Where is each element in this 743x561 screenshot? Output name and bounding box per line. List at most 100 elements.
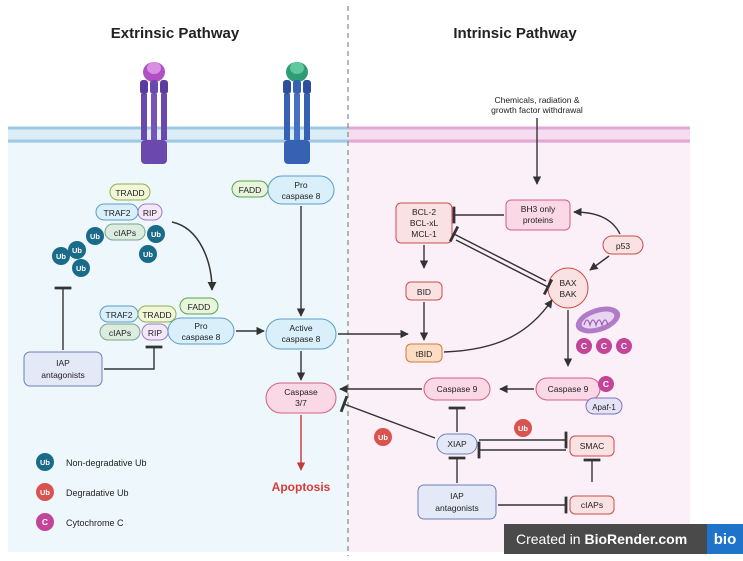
- degradative-ub-xiap: [374, 428, 392, 446]
- iap-left-l1: IAP: [56, 358, 70, 368]
- svg-text:Ub: Ub: [56, 252, 66, 261]
- bcl2-group-node: [395, 202, 453, 244]
- traf2-b-label: TRAF2: [106, 310, 133, 320]
- cytochrome-c-bound-label: C: [603, 379, 609, 389]
- caspase9-right-label: Caspase 9: [548, 384, 589, 394]
- tradd-b-label: TRADD: [142, 310, 171, 320]
- bax-bak-node: [547, 267, 589, 309]
- apaf1-node: [585, 397, 623, 415]
- cell-membrane: [8, 126, 690, 143]
- legend-cytochrome: Cytochrome C: [66, 518, 124, 528]
- bax-l1: BAX: [559, 278, 576, 288]
- intrinsic-heading: Intrinsic Pathway: [453, 25, 577, 42]
- iap-left-l2: antagonists: [41, 370, 84, 380]
- bid-node: [405, 281, 443, 301]
- caspase37-node: [265, 382, 337, 414]
- svg-text:Ub: Ub: [40, 458, 50, 467]
- bcl2-l3: MCL-1: [411, 229, 437, 239]
- watermark-brand: BioRender.com: [584, 531, 688, 547]
- degradative-ub-smac: [514, 419, 532, 437]
- svg-text:Ub: Ub: [76, 264, 86, 273]
- inhibit-bax-to-bcl2: [448, 225, 547, 282]
- smac-node: [569, 435, 615, 457]
- cytochrome-c-cluster: C C C: [576, 338, 632, 354]
- svg-text:Ub: Ub: [151, 230, 161, 239]
- bcl2-l2: BCL-xL: [410, 218, 439, 228]
- inhibit-xiap-to-caspase37: [339, 395, 436, 439]
- disc-complex: FADD Pro caspase 8: [231, 175, 335, 205]
- receptor-icon: [283, 62, 311, 164]
- bid-label: BID: [417, 287, 431, 297]
- arrow-p53-to-bax: [589, 255, 610, 271]
- mitochondrion-icon: [575, 306, 621, 334]
- inhibit-bcl2-to-bax: [455, 239, 554, 296]
- ciaps-right-label: cIAPs: [581, 500, 603, 510]
- apoptosis-label: Apoptosis: [272, 480, 331, 494]
- death-receptor-icon: [140, 62, 168, 164]
- p53-node: [602, 235, 644, 255]
- svg-text:Ub: Ub: [143, 250, 153, 259]
- arrow-p53-to-bh3: [573, 207, 621, 235]
- caspase9-left-label: Caspase 9: [437, 384, 478, 394]
- xiap-label: XIAP: [447, 439, 467, 449]
- tradd-label: TRADD: [115, 188, 144, 198]
- rip-label: RIP: [143, 208, 158, 218]
- inhibit-iap-to-complex: [104, 345, 163, 370]
- caspase37-l2: 3/7: [295, 398, 307, 408]
- legend-degradative: Degradative Ub: [66, 488, 129, 498]
- svg-text:C: C: [621, 341, 627, 351]
- iap-right-l2: antagonists: [435, 503, 478, 513]
- rip-b-label: RIP: [148, 328, 163, 338]
- legend-ub-red-icon: [36, 483, 54, 501]
- iap-antagonists-left-node: [23, 351, 103, 387]
- degradative-ub-xiap-label: Ub: [378, 433, 388, 442]
- ciaps-right-node: [569, 495, 615, 515]
- degradative-ub-smac-label: Ub: [518, 424, 528, 433]
- iap-antagonists-right-node: [417, 484, 497, 520]
- active-caspase8-l1: Active: [289, 323, 312, 333]
- tradd-complex: TRADD TRAF2 RIP cIAPs: [95, 183, 163, 241]
- pro-caspase8-top-l2: caspase 8: [282, 191, 321, 201]
- bax-l2: BAK: [559, 289, 576, 299]
- biorender-watermark[interactable]: Created in BioRender.com bio: [504, 524, 743, 554]
- svg-text:Ub: Ub: [40, 488, 50, 497]
- xiap-node: [436, 433, 478, 455]
- legend-ub-dark-icon: [36, 453, 54, 471]
- active-caspase8-node: [265, 318, 337, 350]
- svg-text:Ub: Ub: [90, 232, 100, 241]
- bh3-l2: proteins: [523, 215, 553, 225]
- bh3-l1: BH3 only: [521, 204, 556, 214]
- watermark-created-in: Created in: [516, 531, 581, 547]
- tbid-node: [405, 343, 443, 363]
- smac-label: SMAC: [580, 441, 605, 451]
- fadd-mid-label: FADD: [188, 302, 211, 312]
- stimulus-l2: growth factor withdrawal: [491, 105, 583, 115]
- active-caspase8-l2: caspase 8: [282, 334, 321, 344]
- legend: Ub Non-degradative Ub Ub Degradative Ub …: [36, 453, 147, 531]
- cytochrome-c-bound: [598, 376, 614, 392]
- bcl2-l1: BCL-2: [412, 207, 436, 217]
- bh3-node: [505, 199, 571, 231]
- ciaps-label: cIAPs: [114, 228, 136, 238]
- ub-cluster: Ub Ub Ub Ub Ub Ub: [52, 225, 165, 277]
- svg-text:Ub: Ub: [72, 246, 82, 255]
- ciaps-b-label: cIAPs: [109, 328, 131, 338]
- pro-caspase8-mid-l1: Pro: [194, 321, 208, 331]
- caspase9-left-node: [423, 377, 491, 401]
- fadd-top-label: FADD: [239, 185, 262, 195]
- arrow-complex-formation: [171, 221, 217, 291]
- complex-ii: FADD TRAF2 TRADD cIAPs RIP Pro caspase 8: [99, 297, 235, 345]
- pro-caspase8-top-l1: Pro: [294, 180, 308, 190]
- iap-right-l1: IAP: [450, 491, 464, 501]
- legend-non-degradative: Non-degradative Ub: [66, 458, 147, 468]
- tbid-label: tBID: [416, 349, 433, 359]
- apaf1-label: Apaf-1: [592, 403, 616, 412]
- watermark-text: Created in BioRender.com: [504, 531, 707, 547]
- pro-caspase8-mid-l2: caspase 8: [182, 332, 221, 342]
- svg-text:C: C: [42, 517, 48, 527]
- biorender-logo-icon: bio: [707, 524, 743, 554]
- legend-cytochrome-icon: [36, 513, 54, 531]
- p53-label: p53: [616, 241, 630, 251]
